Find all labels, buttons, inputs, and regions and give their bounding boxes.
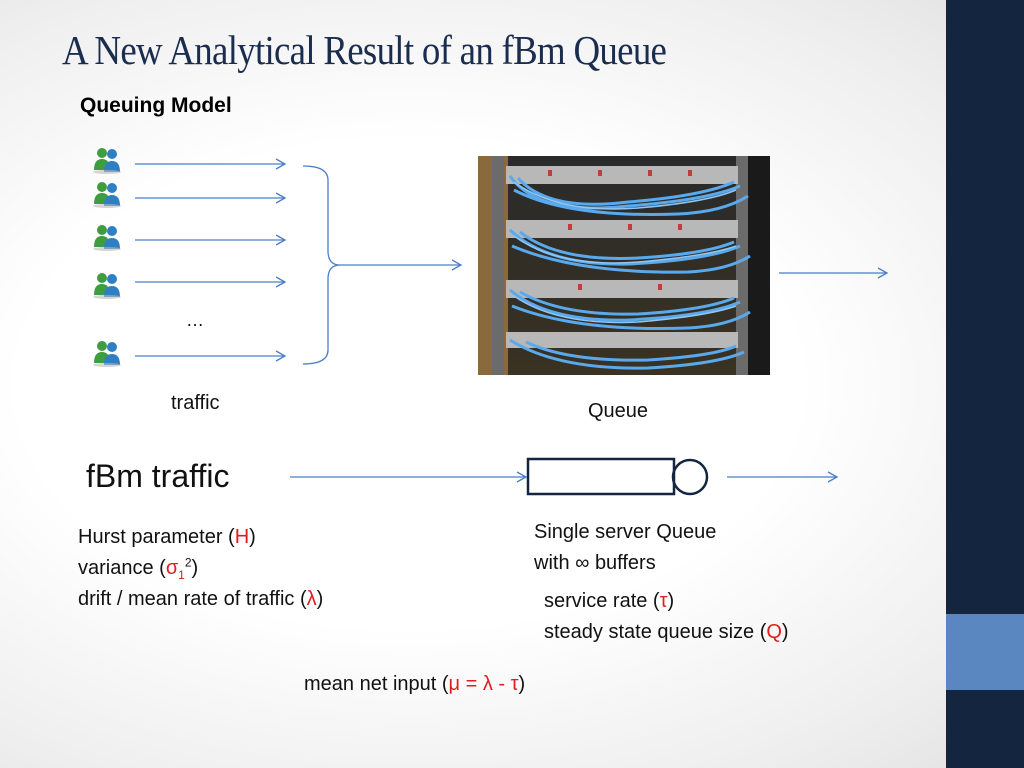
arrowhead [275, 350, 287, 362]
variance-line: variance (σ12) [78, 555, 199, 582]
fbm-traffic-label: fBm traffic [86, 458, 230, 494]
queue-description-line: Single server Queue [534, 521, 717, 543]
arrowhead [275, 234, 287, 246]
queue-size-line: steady state queue size (Q) [544, 621, 789, 643]
queue-parameters: service rate (τ) steady state queue size… [544, 586, 789, 648]
arrowhead [451, 259, 463, 271]
arrowhead [275, 192, 287, 204]
queue-label: Queue [588, 400, 649, 422]
user-group-icon [93, 225, 121, 251]
hurst-parameter-line: Hurst parameter (H) [78, 526, 256, 548]
mean-net-input-line: mean net input (μ = λ - τ) [304, 673, 526, 695]
sidebar-accent-block [946, 614, 1024, 690]
queue-description-line: with ∞ buffers [534, 552, 656, 574]
arrowhead [877, 267, 889, 279]
traffic-label: traffic [171, 392, 220, 414]
more-users-ellipsis: … [186, 310, 204, 330]
queue-size-symbol: Q [766, 621, 782, 643]
drift-symbol: λ [306, 588, 317, 610]
user-group-icon [93, 148, 121, 174]
queue-description: Single server Queue with ∞ buffers [534, 517, 716, 579]
arrowhead [275, 158, 287, 170]
queue-buffer-box [526, 457, 676, 496]
slide-title: A New Analytical Result of an fBm Queue [62, 27, 667, 73]
service-rate-line: service rate (τ) [544, 590, 675, 612]
net-input-formula: μ = λ - τ [448, 673, 519, 695]
section-subtitle: Queuing Model [80, 94, 232, 117]
service-symbol: τ [659, 590, 668, 612]
traffic-parameters: Hurst parameter (H) variance (σ12) drift… [78, 522, 323, 615]
user-group-icon [93, 273, 121, 299]
server-rack-photo [478, 156, 770, 375]
merge-bracket [302, 165, 341, 365]
user-group-icon [93, 182, 121, 208]
hurst-symbol: H [234, 526, 250, 548]
arrowhead [827, 471, 839, 483]
drift-line: drift / mean rate of traffic (λ) [78, 588, 324, 610]
arrowhead [516, 471, 528, 483]
server-circle [671, 458, 709, 496]
arrowhead [275, 276, 287, 288]
user-group-icon [93, 341, 121, 367]
variance-symbol: σ1 [165, 557, 185, 582]
